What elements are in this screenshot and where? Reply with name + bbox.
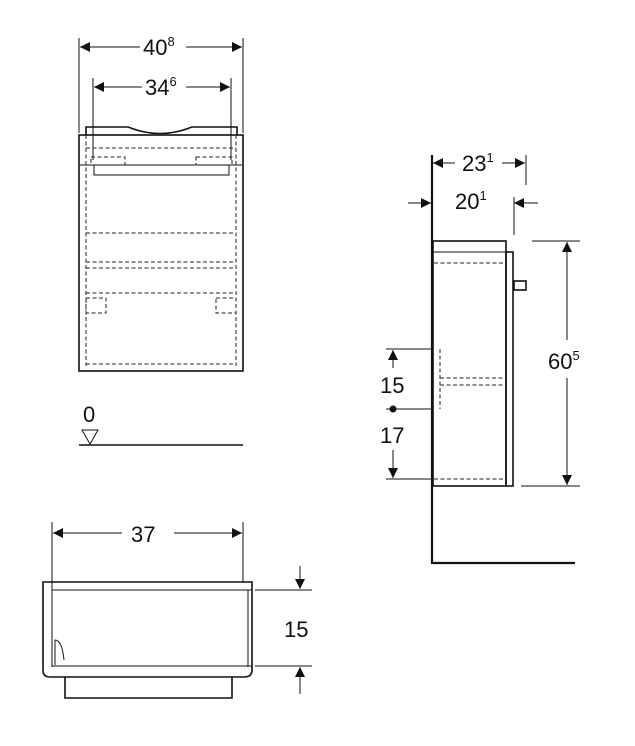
dim-height-label: 605 [548,348,580,374]
dim-depth-total-label: 231 [462,150,494,176]
cabinet-body [78,134,244,372]
door-front [505,251,514,487]
dim-drawer-depth-label: 15 [284,617,308,642]
dim-width-inner-label: 346 [145,74,177,100]
front-view: 408 346 0 [78,34,244,446]
wall-and-floor [430,155,575,565]
floor-level-label: 0 [83,402,95,427]
mount-point [389,405,397,413]
basin-top [85,126,238,135]
knob [513,280,527,291]
dim-depth-body-label: 201 [455,188,487,214]
cabinet-top-outline [42,581,253,678]
dim-mount-upper-label: 15 [380,373,404,398]
dim-width-outer-label: 408 [143,34,175,60]
handle-top [64,677,233,699]
side-view: 231 201 605 15 17 [380,150,580,565]
drawer-handle [93,164,230,176]
level-triangle-icon [81,429,99,446]
dim-width-label: 37 [131,522,155,547]
cabinet-side [432,240,507,487]
top-view: 37 15 [42,522,312,699]
dim-mount-lower-label: 17 [380,423,404,448]
